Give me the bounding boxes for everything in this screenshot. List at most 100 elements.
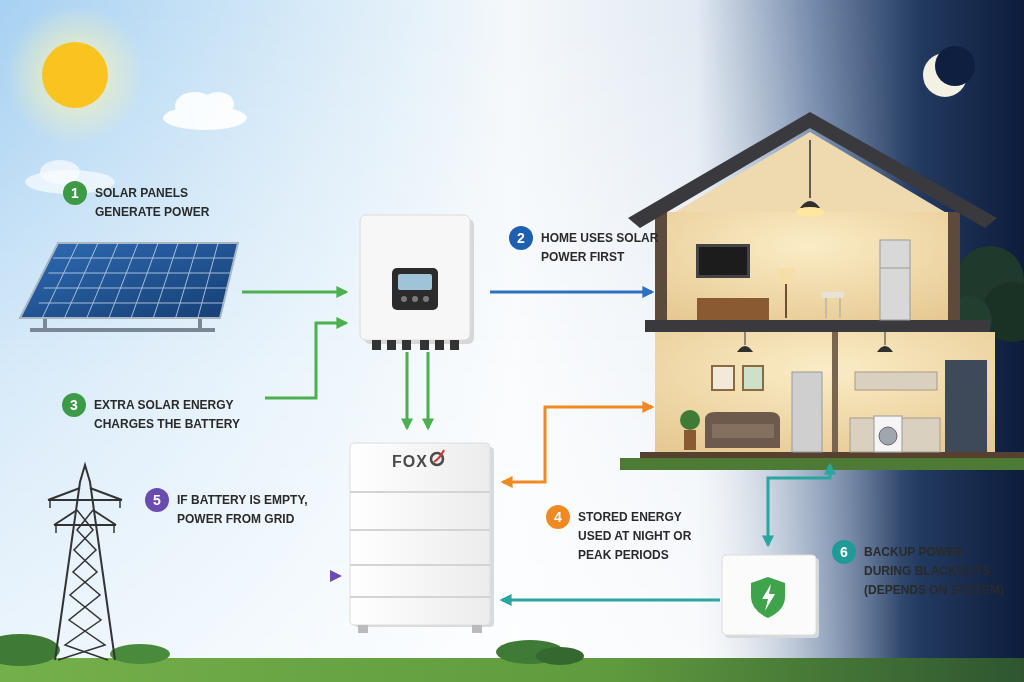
power-tower [58,510,105,660]
inverter [398,274,432,290]
power-tower [48,465,122,660]
solar-panel [39,303,224,304]
house [712,366,734,390]
callout: 6 BACKUP POWER DURING BLACKOUTS (DEPENDS … [832,540,1009,600]
power-tower [49,500,51,508]
flow-arrow [265,323,346,398]
inverter [412,296,418,302]
battery-cabinet [350,443,490,625]
solar-panel [39,243,235,318]
battery-cabinet [472,625,482,633]
inverter [401,296,407,302]
battery-cabinet [350,596,490,598]
callout: 3 EXTRA SOLAR ENERGY CHARGES THE BATTERY [62,393,254,434]
battery-cabinet [350,491,490,493]
house [879,427,897,445]
power-tower [55,525,57,533]
house [620,112,1024,470]
house [948,212,960,324]
solar-panel [20,243,238,332]
power-tower [54,510,77,525]
inverter [450,340,459,350]
flow-arrow [427,352,430,428]
cloud [25,92,247,194]
house [745,332,746,345]
inverter [372,340,381,350]
flow-arrow [406,352,409,428]
battery-cabinet [350,443,494,633]
house [680,410,700,430]
flow-arrow [135,292,830,600]
solar-panel [131,243,158,318]
callout-text: BACKUP POWER DURING BLACKOUTS (DEPENDS O… [864,543,1009,600]
house [699,247,747,275]
power-tower [48,499,122,501]
house [737,346,753,352]
house [874,416,902,452]
battery-cabinet [434,450,444,462]
house [705,412,780,448]
house [665,212,950,324]
house [640,452,1024,459]
flow-arrow [503,407,652,482]
flow-arrow [490,291,652,294]
callout-number: 4 [546,505,570,529]
backup-unit [722,555,816,635]
callout-number: 6 [832,540,856,564]
house [877,346,893,352]
solar-panel [53,258,234,259]
solar-panel [64,243,98,318]
callout-text: STORED ENERGY USED AT NIGHT OR PEAK PERI… [578,508,703,565]
battery-cabinet [358,625,368,633]
moon [935,46,975,86]
house [880,240,910,320]
flow-arrow [330,570,342,582]
house [697,298,769,320]
power-tower [48,488,80,500]
callout-number: 3 [62,393,86,417]
solar-panel [20,243,238,318]
inverter [360,215,474,350]
solar-panel [109,243,138,318]
house [800,201,820,208]
inverter [435,340,444,350]
flow-arrow [768,465,830,545]
battery-cabinet [350,529,490,531]
callout: 4 STORED ENERGY USED AT NIGHT OR PEAK PER… [546,505,703,565]
moon [923,46,975,97]
inverter [387,340,396,350]
flow-arrow [502,599,720,602]
ground [0,634,1024,682]
solar-panel [44,288,228,289]
house [684,430,696,450]
backup-unit [751,577,785,618]
house [809,140,811,198]
house [880,268,910,269]
solar-panel [176,243,198,318]
battery-cabinet [350,564,490,566]
house [855,372,937,390]
brand-logo: FOX [350,443,490,471]
house [839,298,841,318]
callout-text: EXTRA SOLAR ENERGY CHARGES THE BATTERY [94,396,254,434]
power-tower [90,488,122,500]
inverter [420,340,429,350]
callout: 2HOME USES SOLAR POWER FIRST [509,226,681,267]
house [777,268,795,284]
cloud [202,92,234,116]
house [785,282,787,318]
sun [5,5,145,145]
house [712,424,774,438]
solar-panel [42,243,78,318]
callout-text: IF BATTERY IS EMPTY, POWER FROM GRID [177,491,337,529]
callout: 5IF BATTERY IS EMPTY, POWER FROM GRID [145,488,337,529]
power-tower [113,525,115,533]
flow-arrow [242,291,346,294]
flow-arrow [135,575,342,578]
